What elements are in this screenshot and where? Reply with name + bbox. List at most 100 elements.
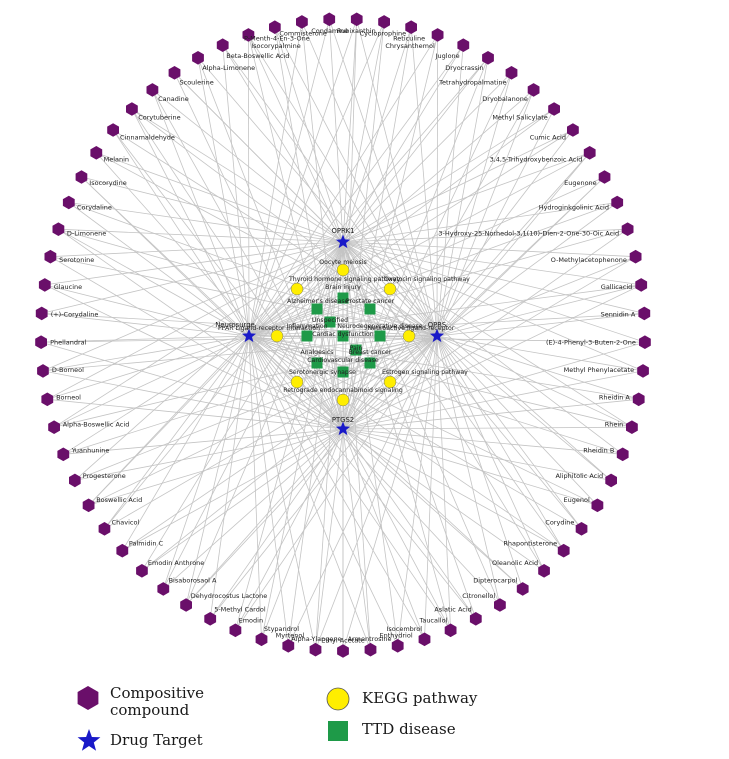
pathway-node-thyroid-hormone-signaling-pathway[interactable] [290, 282, 304, 296]
compound-node-isocorypalmine[interactable] [242, 28, 255, 42]
compound-node-phellandral[interactable] [35, 335, 47, 349]
compound-node-3-4-5-trihydroxybenzoic-acid[interactable] [583, 146, 596, 160]
compound-node-palmidin-c[interactable] [116, 543, 129, 558]
compound-node-chavicol[interactable] [98, 522, 111, 536]
compound-node-gallicacid[interactable] [635, 278, 648, 292]
compound-node-cycloprophine[interactable] [378, 15, 390, 29]
disease-node-neurodegenerative-disease[interactable] [374, 330, 386, 342]
compound-node-tetrahydropalmatine[interactable] [505, 66, 518, 80]
compound-node-progesterone[interactable] [69, 473, 81, 488]
disease-node-analgesics[interactable] [311, 357, 323, 369]
compound-node-stypandrol[interactable] [255, 632, 268, 647]
compound-node-rhein[interactable] [626, 420, 638, 434]
compound-node-cinnamaldehyde[interactable] [107, 123, 119, 137]
compound-node-condamine[interactable] [323, 12, 336, 27]
compound-node-corydine[interactable] [575, 522, 588, 536]
compound-node-5-methyl-cardol[interactable] [204, 612, 217, 626]
target-node-oprk1[interactable] [335, 234, 351, 249]
compound-target-edge [41, 241, 344, 314]
pathway-node-serotonergic-synapse[interactable] [290, 375, 304, 389]
compound-node-isocembrol[interactable] [418, 632, 431, 647]
compound-node-commisterone[interactable] [296, 15, 308, 29]
disease-node-breast-cancer[interactable] [364, 357, 376, 369]
pathway-node-oocyte-meiosis[interactable] [336, 263, 350, 277]
compound-target-edge [50, 256, 344, 430]
pathway-node-oxytocin-signaling-pathway[interactable] [383, 282, 397, 296]
compound-node-3-hydroxy-25-norhedol-3-1-10-dien-2-one-30-oic-acid[interactable] [621, 222, 634, 236]
compound-node-dehydrocostus-lactone[interactable] [180, 598, 192, 612]
compound-node-borneol[interactable] [41, 392, 54, 407]
compound-node-citronellol[interactable] [494, 598, 506, 612]
compound-node-aliphitolic-acid[interactable] [605, 473, 617, 488]
compound-target-edge [436, 152, 591, 337]
disease-node-cardiac-dysfunction[interactable] [337, 330, 349, 342]
compound-node-corydaline[interactable] [35, 306, 48, 321]
compound-node-rheidin-a[interactable] [632, 392, 645, 407]
compound-node-p-menth-4-en-3-one[interactable] [269, 20, 281, 34]
compound-node-armentrosine[interactable] [364, 642, 377, 657]
compound-node-methyl-salicylate[interactable] [548, 102, 560, 116]
compound-node-boswellic-acid[interactable] [82, 498, 95, 513]
compound-node-aslatic-acid[interactable] [469, 612, 482, 626]
compound-node-ethyl-acetate[interactable] [337, 644, 349, 658]
compound-node-methyl-phenylacetate[interactable] [637, 364, 649, 378]
disease-node-alzheimer-s-disease[interactable] [311, 303, 323, 315]
target-term-edge [248, 269, 344, 337]
compound-node-e-4-phenyl-3-buten-2-one[interactable] [639, 335, 651, 349]
compound-node-dipterocarpol[interactable] [516, 582, 529, 596]
disease-node-pain[interactable] [350, 344, 362, 356]
compound-target-edge [41, 335, 250, 343]
compound-node-alpha-limonene[interactable] [192, 51, 204, 65]
disease-node-inflammation[interactable] [301, 330, 313, 342]
compound-node-corytuberine[interactable] [126, 102, 138, 116]
compound-node-d-borneol[interactable] [37, 364, 49, 378]
compound-node-sennidin-a[interactable] [638, 306, 651, 321]
disease-node-prostate-cancer[interactable] [364, 303, 376, 315]
pathway-node-ppar-ligand-receptor-interaction[interactable] [270, 329, 284, 343]
target-node-oprs[interactable] [429, 328, 445, 343]
compound-node-scoulerine[interactable] [168, 66, 181, 80]
compound-node-juglone[interactable] [457, 38, 470, 52]
compound-node-enthydriol[interactable] [391, 639, 404, 653]
compound-node-alpha-ylangene[interactable] [309, 642, 322, 657]
compound-node-rheidin-b[interactable] [616, 447, 629, 462]
compound-node-oleanolic-acid[interactable] [538, 564, 550, 578]
compound-node-eugenone[interactable] [598, 170, 611, 184]
compound-node-corydaline[interactable] [62, 195, 75, 210]
compound-node-bisaborosaol-a[interactable] [157, 582, 170, 596]
target-node-ptgs2[interactable] [335, 421, 351, 436]
target-node-neurosurge[interactable] [241, 328, 257, 343]
disease-node-cardiovascular-disease[interactable] [337, 366, 349, 378]
compound-target-edge [342, 428, 425, 640]
compound-node-glaucine[interactable] [38, 278, 51, 292]
compound-node-cumic-acid[interactable] [567, 123, 579, 137]
compound-node-yuanhunine[interactable] [57, 447, 70, 462]
compound-node-d-limonene[interactable] [52, 222, 65, 236]
compound-node-o-methylacetophenone[interactable] [629, 249, 642, 264]
compound-node-beta-boswellic-acid[interactable] [216, 38, 229, 52]
compound-node-canadine[interactable] [146, 83, 159, 97]
compound-node-myrtenol[interactable] [282, 639, 295, 653]
compound-node-dryocrassin[interactable] [482, 51, 494, 65]
compound-node-dryobalanone[interactable] [527, 83, 540, 97]
pathway-node-estrogen-signaling-pathway[interactable] [383, 375, 397, 389]
compound-target-edge [424, 335, 438, 640]
compound-node-emodin[interactable] [229, 623, 242, 638]
compound-node-rubixanthin[interactable] [350, 12, 363, 27]
compound-node-eugenol[interactable] [591, 498, 604, 513]
compound-node-reticuline[interactable] [405, 20, 417, 34]
disease-node-unspecified[interactable] [324, 316, 336, 328]
compound-target-edge [112, 129, 250, 337]
compound-node-serotonine[interactable] [44, 249, 57, 264]
disease-node-brain-injury[interactable] [337, 292, 349, 304]
compound-node-taucallol[interactable] [444, 623, 457, 638]
pathway-node-retrograde-endocannabinoid-signaling[interactable] [336, 393, 350, 407]
compound-node-chrysanthemol[interactable] [431, 28, 444, 42]
compound-node-emodin-anthrone[interactable] [136, 564, 148, 578]
compound-node-hydroginkgolinic-acid[interactable] [611, 195, 624, 210]
compound-node-isocorydine[interactable] [75, 170, 88, 184]
compound-node-rhapontisterone[interactable] [557, 543, 570, 558]
pathway-node-neuroactive-ligand-receptor[interactable] [402, 329, 416, 343]
compound-node-alpha-boswellic-acid[interactable] [48, 420, 60, 434]
compound-node-melanin[interactable] [90, 146, 103, 160]
